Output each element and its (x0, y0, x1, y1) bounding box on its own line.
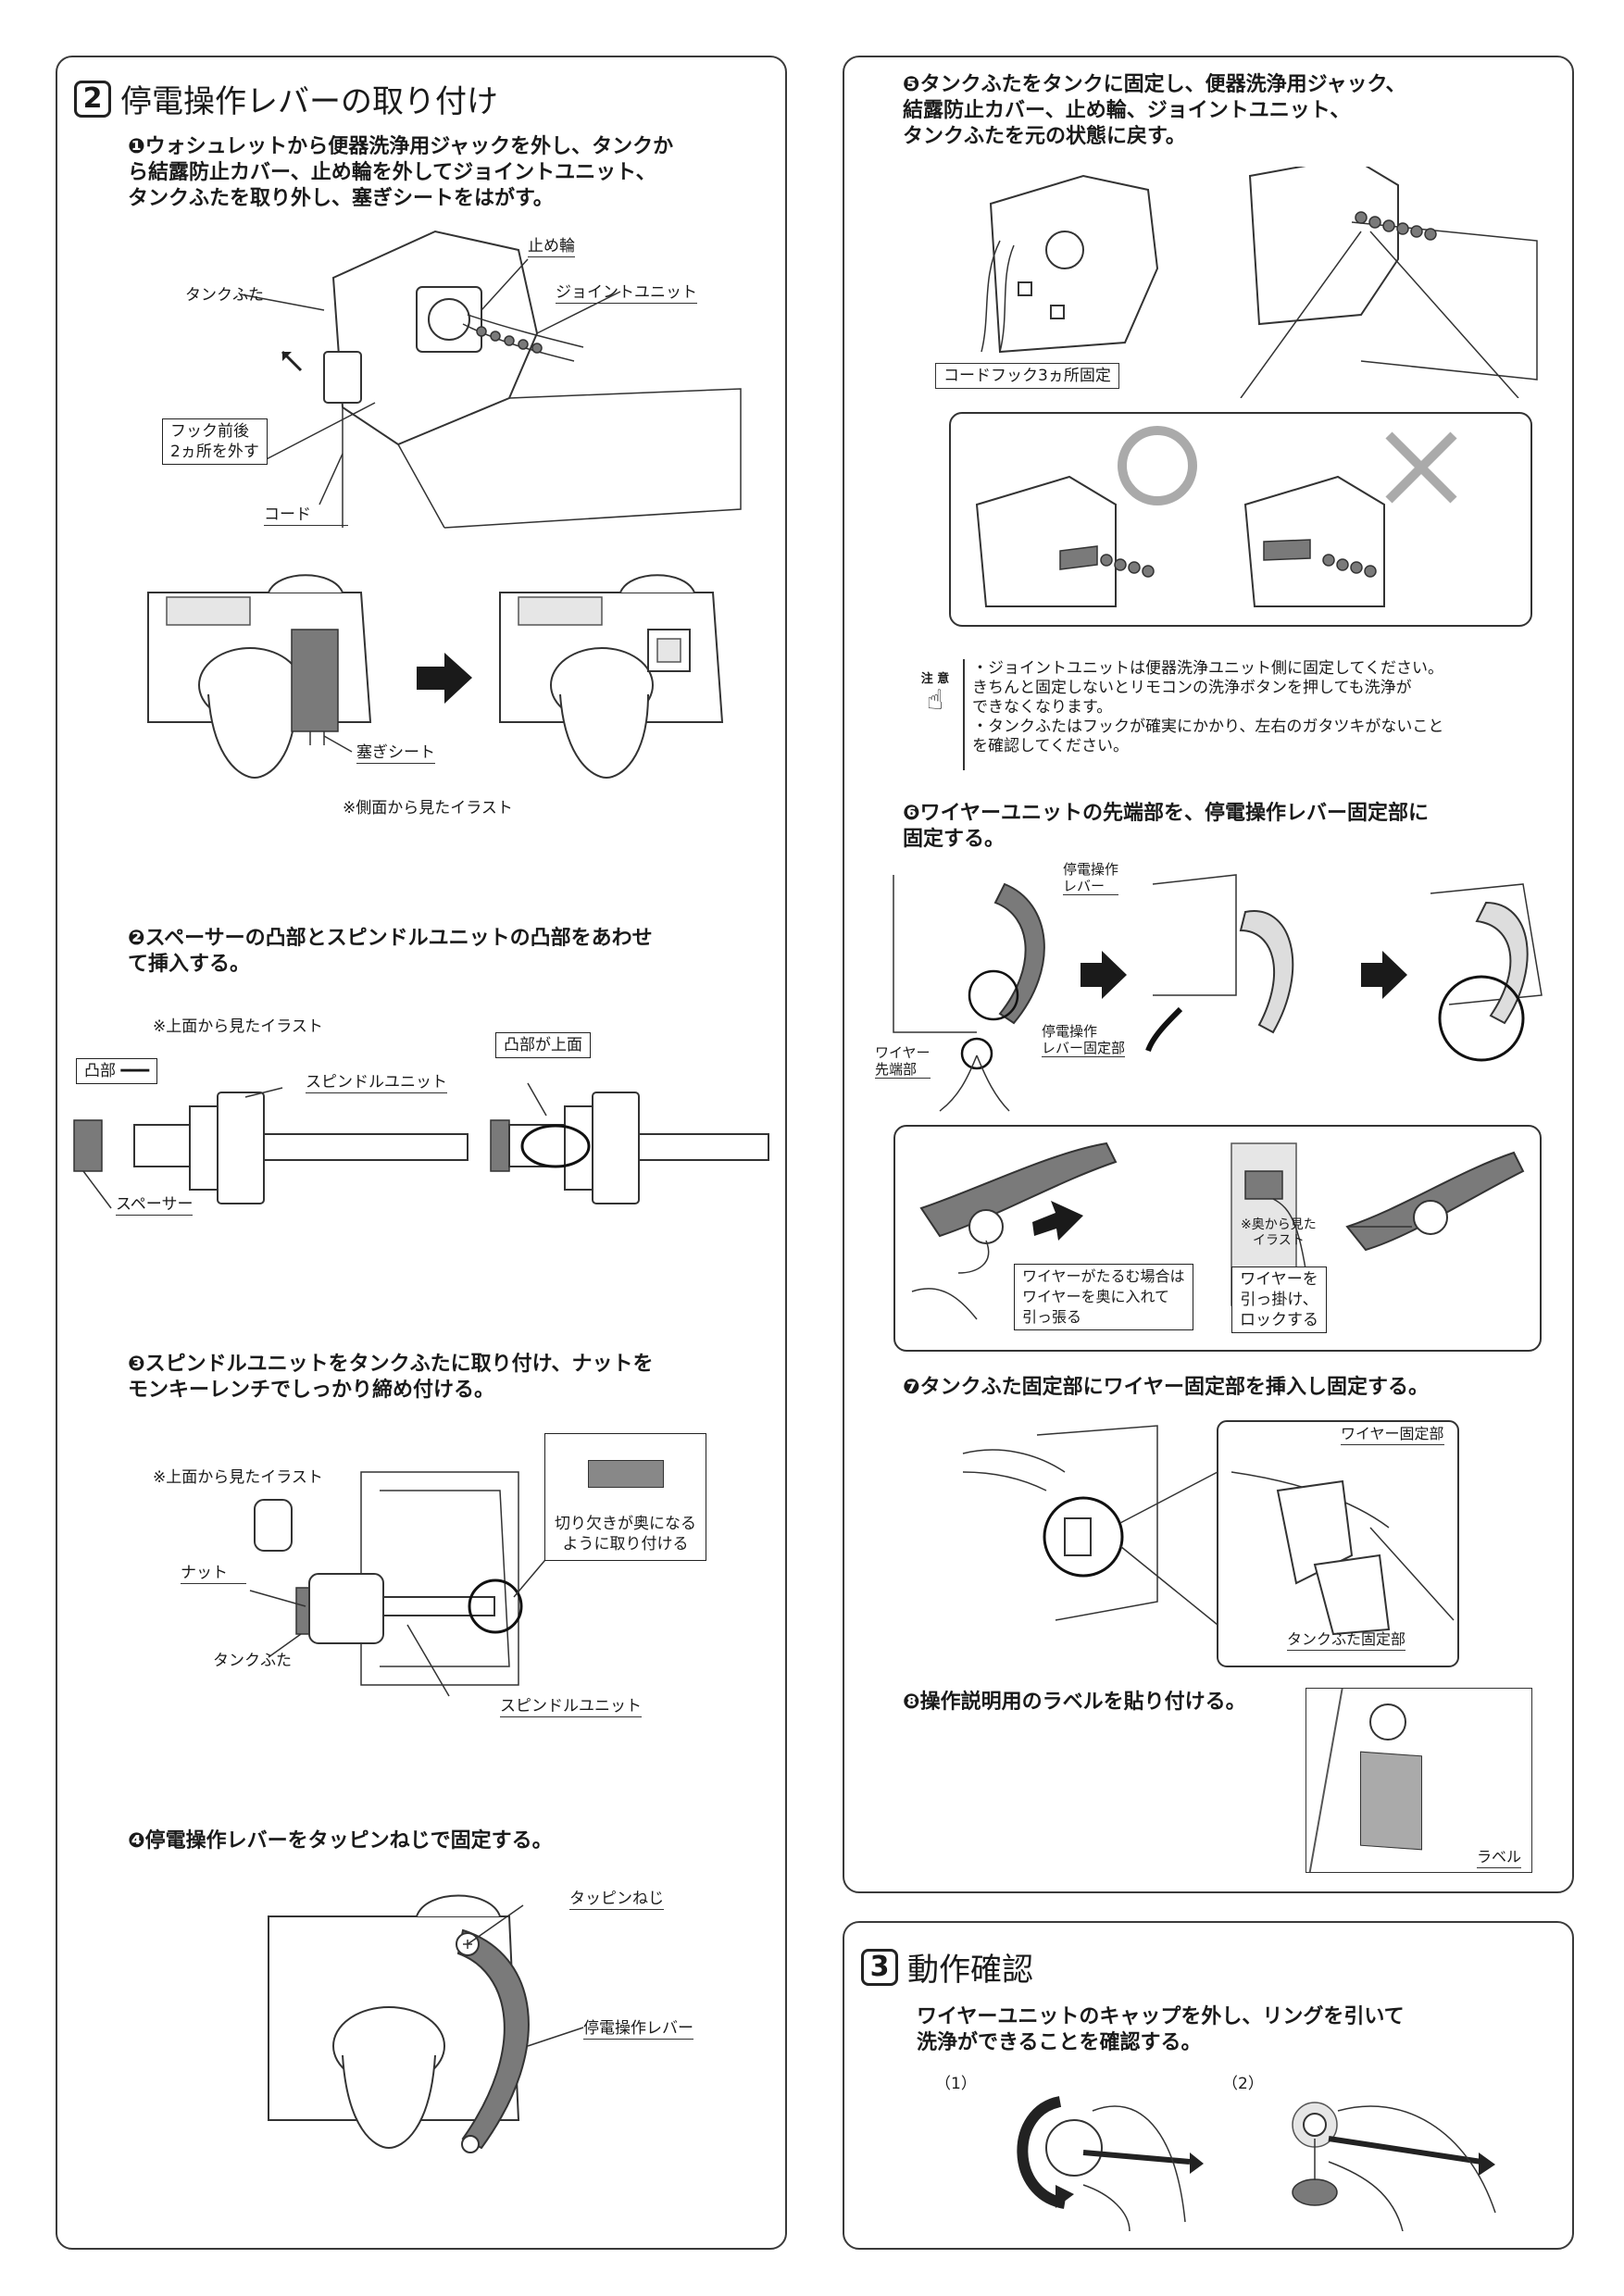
step-8-text: ❽操作説明用のラベルを貼り付ける。 (903, 1691, 1246, 1714)
label-top-view-1: ※上面から見たイラスト (153, 1017, 323, 1036)
panel-edge-line (1308, 1689, 1343, 1872)
cap-removal-illustration (1017, 2096, 1204, 2231)
lever-mount-illustration (268, 1894, 584, 2153)
label-nut: ナット (181, 1563, 246, 1584)
label-cord-hook: コードフック3ヵ所固定 (935, 363, 1119, 389)
label-wire-tip: ワイヤー 先端部 (875, 1044, 931, 1079)
spindle-mount-illustration (249, 1453, 649, 1697)
section-3-header: 3 動作確認 (861, 1944, 1033, 1990)
label-spacer: スペーサー (116, 1195, 194, 1216)
label-spindle-unit: スピンドルユニット (306, 1073, 447, 1093)
step-2-text: ❷スペーサーの凸部とスピンドルユニットの凸部をあわせ て挿入する。 (128, 927, 653, 976)
label-placement-illustration (1305, 1688, 1532, 1873)
wire-detail-inset (893, 1125, 1542, 1352)
label-notch: 切り欠きが奥になる ように取り付ける (544, 1433, 706, 1561)
operation-label (1360, 1751, 1422, 1851)
step-7-text: ❼タンクふた固定部にワイヤー固定部を挿入し固定する。 (903, 1376, 1429, 1399)
caution-divider (963, 659, 965, 770)
label-convex-top: 凸部が上面 (495, 1032, 591, 1058)
label-convex-text: 凸部 (84, 1062, 116, 1080)
step-3-text: ❸スピンドルユニットをタンクふたに取り付け、ナットを モンキーレンチでしっかり締… (128, 1353, 654, 1402)
wire-detail-illustration (911, 1142, 1525, 1320)
section-3-number: 3 (861, 1948, 898, 1986)
wire-to-lever-illustration (893, 874, 1543, 1112)
label-lid-fix: タンクふた固定部 (1287, 1629, 1406, 1651)
label-slack: ワイヤーがたるむ場合は ワイヤーを奥に入れて 引っ張る (1014, 1264, 1193, 1330)
notch-icon (587, 1460, 664, 1488)
spacer-spindle-illustration (73, 1082, 769, 1209)
label-seal-sheet: 塞ぎシート (356, 743, 435, 764)
step-5-text: ❺タンクふたをタンクに固定し、便器洗浄用ジャック、 結露防止カバー、止め輪、ジョ… (903, 73, 1406, 148)
section-3-text: ワイヤーユニットのキャップを外し、リングを引いて 洗浄ができることを確認する。 (917, 2005, 1405, 2054)
tank-joint-illustration (240, 230, 742, 529)
label-wire-fix: ワイヤー固定部 (1341, 1424, 1444, 1445)
label-lever-fix: 停電操作 レバー固定部 (1042, 1023, 1126, 1057)
step-4-text: ❹停電操作レバーをタッピンねじで固定する。 (128, 1829, 553, 1853)
caution-text: ・ジョイントユニットは便器洗浄ユニット側に固定してください。 きちんと固定しない… (972, 659, 1444, 755)
ring-pull-illustration (1292, 2102, 1496, 2231)
fig-2-label: （2） (1222, 2075, 1264, 2093)
label-top-view-2: ※上面から見たイラスト (153, 1468, 323, 1487)
ok-ng-inset (949, 412, 1532, 627)
section-3-title: 動作確認 (907, 1952, 1033, 1989)
label-side-view: ※側面から見たイラスト (343, 799, 513, 817)
wire-fix-illustration (962, 1420, 1459, 1667)
section-3-panel (843, 1921, 1574, 2250)
fig-1-label: （1） (935, 2075, 977, 2093)
side-view-before-after (147, 574, 724, 780)
label-tank-lid: タンクふた (185, 286, 264, 305)
label-lever: 停電操作レバー (583, 2019, 693, 2040)
label-notch-text: 切り欠きが奥になる ように取り付ける (555, 1515, 696, 1554)
label-tank-lid-2: タンクふた (213, 1652, 292, 1670)
panel-round-button (1369, 1703, 1406, 1741)
label-hook: フック前後 2ヵ所を外す (162, 418, 268, 465)
label-label: ラベル (1477, 1847, 1522, 1868)
label-joint-unit: ジョイントユニット (556, 283, 697, 304)
label-cord: コード (264, 505, 348, 526)
caution-icon-text: 注 意 (920, 672, 950, 686)
label-back-view: ※奥から見た イラスト (1241, 1217, 1317, 1248)
tank-reassembly-illustration (981, 167, 1538, 398)
label-lever-small: 停電操作 レバー (1063, 861, 1119, 895)
section-2-title: 停電操作レバーの取り付け (120, 83, 498, 120)
section-2-number: 2 (74, 80, 111, 118)
section-2-header: 2 停電操作レバーの取り付け (74, 76, 498, 121)
step-1-text: ❶ウォシュレットから便器洗浄用ジャックを外し、タンクか ら結露防止カバー、止め輪… (128, 135, 674, 210)
hand-icon: ☝ (926, 684, 944, 717)
step-6-text: ❻ワイヤーユニットの先端部を、停電操作レバー固定部に 固定する。 (903, 802, 1429, 851)
caution-icon: 注 意 ☝ (917, 668, 954, 716)
ok-ng-illustration (975, 426, 1457, 607)
label-tomewa: 止め輪 (528, 237, 575, 257)
label-convex: 凸部 ━━━ (76, 1058, 158, 1084)
label-tapping-screw: タッピンねじ (569, 1890, 664, 1910)
label-hook-lock: ワイヤーを 引っ掛け、 ロックする (1231, 1267, 1327, 1333)
label-spindle-unit-2: スピンドルユニット (500, 1697, 642, 1717)
